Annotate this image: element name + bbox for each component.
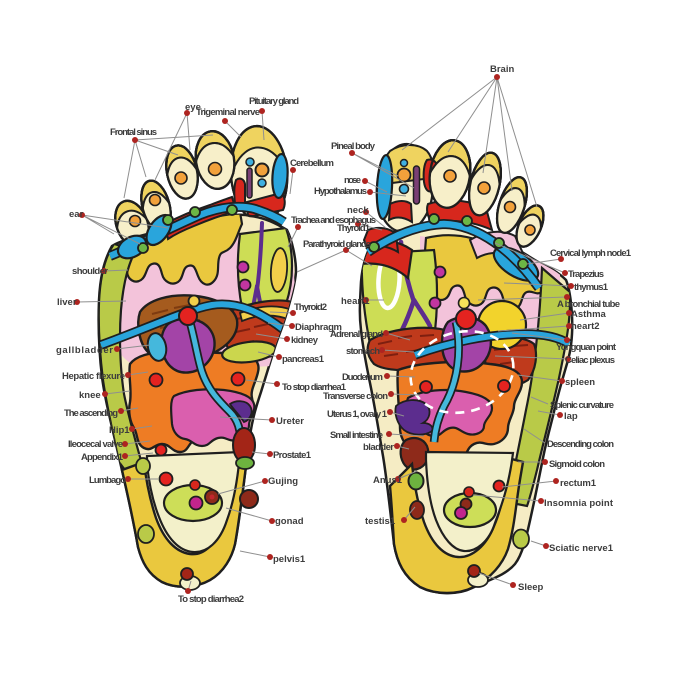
svg-text:Thyroid2: Thyroid2	[294, 302, 327, 313]
svg-text:Yongquan point: Yongquan point	[556, 342, 617, 353]
svg-text:Prostate1: Prostate1	[273, 450, 312, 461]
svg-text:Splenic curvature: Splenic curvature	[550, 400, 614, 411]
svg-text:spleen: spleen	[565, 377, 595, 388]
svg-text:Uterus 1, ovary 1: Uterus 1, ovary 1	[327, 409, 388, 420]
svg-text:A bronchial tube: A bronchial tube	[557, 299, 620, 310]
svg-text:knee: knee	[79, 390, 101, 401]
svg-text:Transverse colon: Transverse colon	[323, 391, 388, 402]
svg-text:pancreas1: pancreas1	[282, 354, 325, 365]
svg-text:Duodenum: Duodenum	[342, 372, 383, 383]
svg-text:Appendix1: Appendix1	[81, 452, 124, 463]
svg-text:Parathyroid glands: Parathyroid glands	[303, 239, 371, 250]
svg-text:Gujing: Gujing	[268, 476, 298, 487]
svg-text:The ascending: The ascending	[64, 408, 118, 419]
svg-text:Small intestine: Small intestine	[330, 430, 383, 441]
svg-text:Sleep: Sleep	[518, 582, 544, 593]
svg-text:pelvis1: pelvis1	[273, 554, 306, 565]
svg-text:gonad: gonad	[275, 516, 304, 527]
svg-text:Pineal body: Pineal body	[331, 141, 376, 152]
svg-text:Cervical lymph node1: Cervical lymph node1	[550, 248, 632, 259]
svg-text:Descending colon: Descending colon	[547, 439, 614, 450]
svg-text:Sigmoid colon: Sigmoid colon	[549, 459, 605, 470]
svg-text:thymus1: thymus1	[574, 282, 609, 293]
svg-text:Hypothalamus: Hypothalamus	[314, 186, 367, 197]
svg-text:nose: nose	[344, 175, 361, 186]
svg-text:heart2: heart2	[571, 321, 600, 332]
svg-text:kidney: kidney	[291, 335, 319, 346]
svg-text:Trigeminal nerve: Trigeminal nerve	[196, 107, 260, 118]
svg-text:Diaphragm: Diaphragm	[295, 322, 342, 333]
svg-text:Anus1: Anus1	[373, 475, 403, 486]
svg-text:Ureter: Ureter	[276, 416, 304, 427]
svg-text:Celiac plexus: Celiac plexus	[565, 355, 615, 366]
svg-text:Trachea and esophagus: Trachea and esophagus	[291, 215, 376, 226]
svg-text:gallbladder: gallbladder	[56, 345, 113, 356]
svg-text:Hepatic flexure: Hepatic flexure	[62, 371, 125, 382]
svg-text:Trapezius: Trapezius	[568, 269, 604, 280]
svg-text:neck: neck	[347, 205, 369, 216]
svg-text:heart1: heart1	[341, 296, 370, 307]
svg-text:ear: ear	[69, 209, 84, 220]
svg-text:lap: lap	[564, 411, 578, 422]
svg-text:stomach: stomach	[346, 346, 380, 357]
svg-text:Frontal sinus: Frontal sinus	[110, 127, 157, 138]
svg-text:Asthma: Asthma	[571, 309, 607, 320]
svg-text:bladder: bladder	[363, 442, 394, 453]
svg-text:To stop diarrhea1: To stop diarrhea1	[282, 382, 347, 393]
svg-text:Lumbago: Lumbago	[89, 475, 126, 486]
svg-text:Pituitary gland: Pituitary gland	[249, 96, 299, 107]
svg-text:Adrenal gland: Adrenal gland	[330, 329, 383, 340]
svg-text:To stop diarrhea2: To stop diarrhea2	[178, 594, 244, 605]
svg-text:Brain: Brain	[490, 64, 514, 75]
svg-text:Hip1: Hip1	[109, 425, 130, 436]
svg-text:eye: eye	[185, 102, 201, 113]
svg-text:Sciatic nerve1: Sciatic nerve1	[549, 543, 614, 554]
svg-text:testis1: testis1	[365, 516, 396, 527]
svg-text:Cerebellum: Cerebellum	[290, 158, 334, 169]
svg-text:shoulder: shoulder	[72, 266, 108, 277]
svg-text:Insomnia point: Insomnia point	[544, 498, 614, 509]
svg-text:rectum1: rectum1	[560, 478, 597, 489]
svg-text:liver: liver	[57, 297, 77, 308]
svg-text:Thyroid1: Thyroid1	[337, 223, 371, 234]
svg-text:Ileocecal valve: Ileocecal valve	[68, 439, 123, 450]
